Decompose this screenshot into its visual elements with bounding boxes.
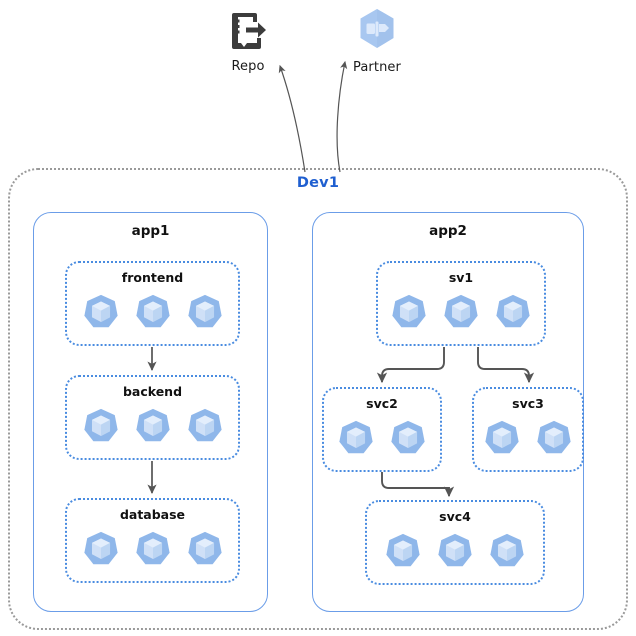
pod-icon [438,533,472,567]
pod-icon [135,531,170,565]
pod-row-svc3 [474,419,582,457]
pod-icon [83,408,118,442]
pod-icon [386,533,420,567]
service-box-backend-label: backend [122,384,183,399]
pod-icon [485,420,519,454]
service-box-database[interactable]: database [65,498,240,583]
pod-icon [339,420,373,454]
service-box-svc4[interactable]: svc4 [365,500,545,585]
external-node-partner[interactable]: Partner [332,5,422,75]
pod-icon [83,294,118,328]
app-group-app1-label: app1 [131,223,170,239]
pod-icon [490,533,524,567]
service-box-database-label: database [119,507,186,522]
connector-dev1-to-partner [336,60,348,173]
service-box-svc2-label: svc2 [366,396,398,411]
pod-icon [83,531,118,565]
app-group-app2-label: app2 [429,223,467,239]
pod-row-backend [67,407,238,445]
app-group-app1[interactable]: app1 [33,212,268,612]
service-box-svc4-label: svc4 [439,509,471,524]
pod-row-svc2 [324,419,440,457]
pod-icon [187,408,222,442]
pod-icon [187,531,222,565]
service-box-svc3[interactable]: svc3 [472,387,584,472]
service-box-svc3-label: svc3 [512,396,544,411]
environment-label-dev1: Dev1 [296,175,340,191]
service-box-svc2[interactable]: svc2 [322,387,442,472]
connector-dev1-to-repo [278,64,306,173]
service-box-backend[interactable]: backend [65,375,240,460]
pod-icon [187,294,222,328]
external-node-repo[interactable]: Repo [203,8,293,74]
pod-icon [135,408,170,442]
pod-row-sv1 [378,293,544,331]
external-node-repo-label: Repo [231,59,265,74]
pod-row-svc4 [367,532,543,570]
environment-boundary-dev1 [8,168,628,630]
partner-hexagon-icon [353,5,401,57]
pod-icon [391,420,425,454]
pod-icon [537,420,571,454]
pod-row-database [67,530,238,568]
service-box-sv1-label: sv1 [448,270,474,285]
service-box-frontend-label: frontend [121,270,184,285]
service-box-frontend[interactable]: frontend [65,261,240,346]
repository-icon [226,8,270,56]
external-node-partner-label: Partner [353,60,401,75]
pod-icon [135,294,170,328]
pod-icon [392,294,426,328]
service-box-sv1[interactable]: sv1 [376,261,546,346]
pod-row-frontend [67,293,238,331]
pod-icon [444,294,478,328]
pod-icon [496,294,530,328]
